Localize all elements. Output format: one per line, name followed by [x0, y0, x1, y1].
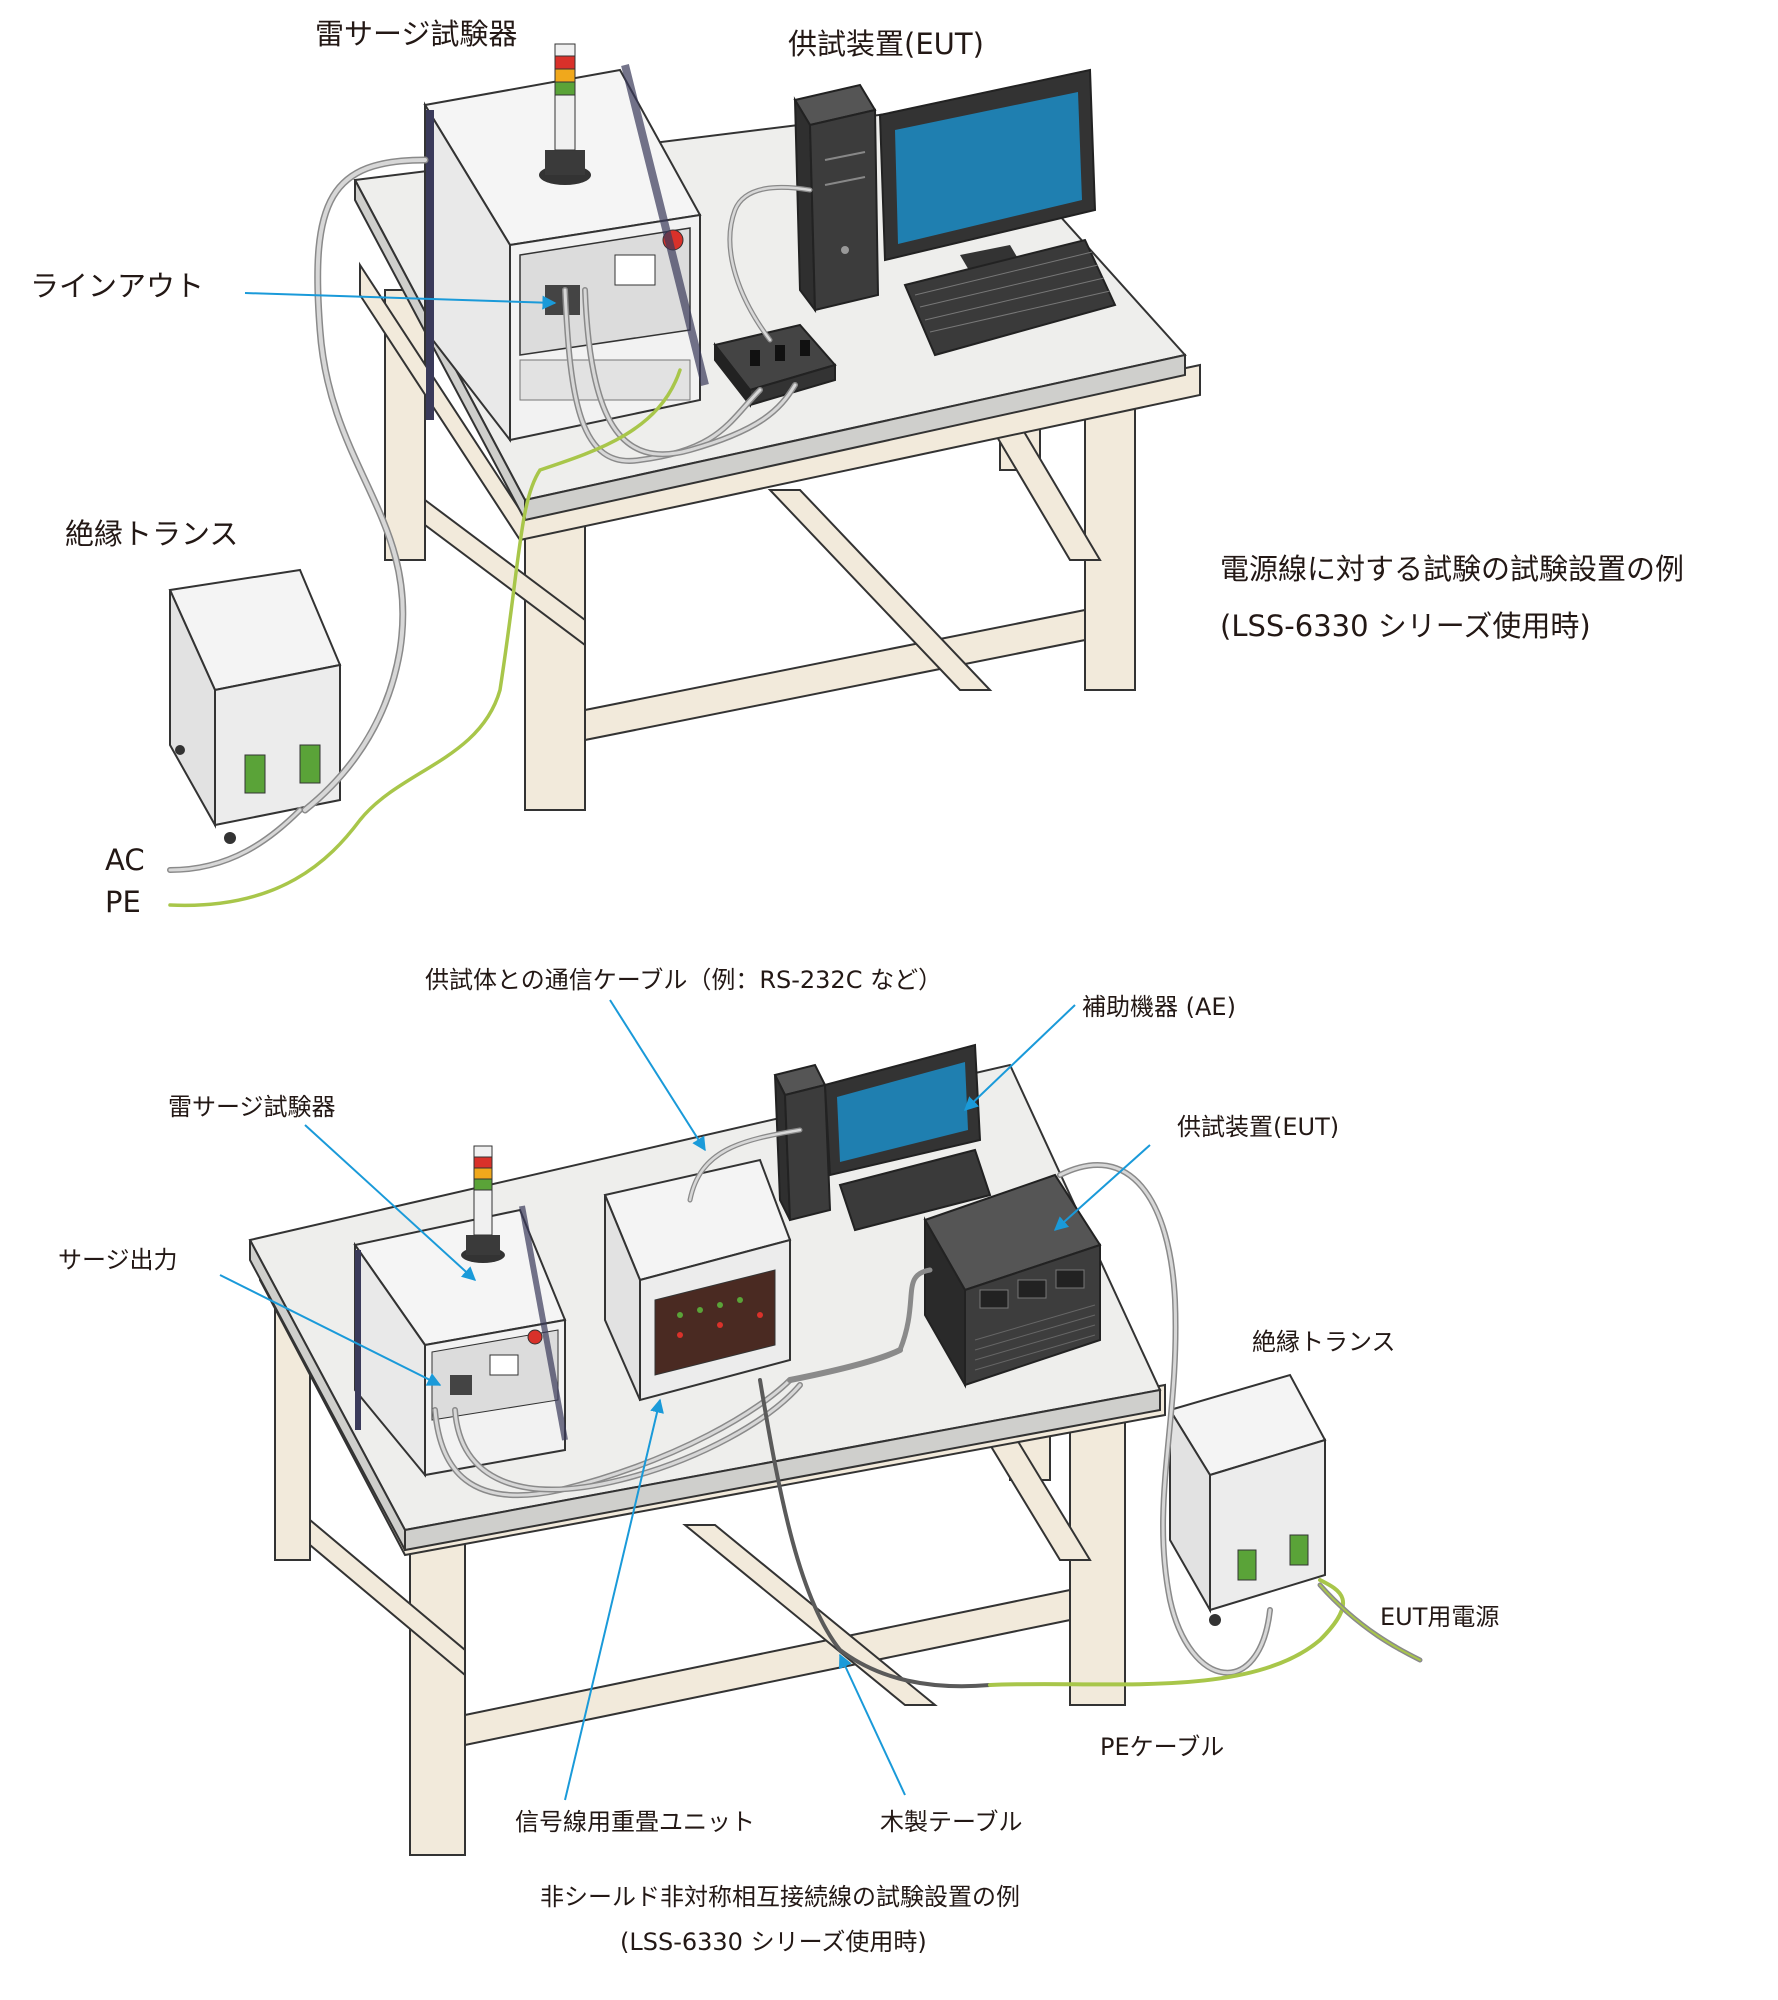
label-top-eut: 供試装置(EUT) — [788, 27, 984, 61]
label-coupling-unit: 信号線用重畳ユニット — [515, 1808, 755, 1836]
label-surge-out: サージ出力 — [58, 1246, 178, 1274]
label-eut-power: EUT用電源 — [1380, 1603, 1500, 1631]
bottom-tower-lamp-icon — [461, 1145, 505, 1263]
top-tower-lamp-icon — [539, 43, 591, 185]
label-comm-cable: 供試体との通信ケーブル（例：RS-232C など） — [425, 966, 943, 994]
bottom-cables — [432, 1127, 1423, 1689]
top-caption-subtitle: (LSS-6330 シリーズ使用時) — [1220, 609, 1591, 643]
top-cables — [167, 156, 813, 908]
top-caption-title: 電源線に対する試験の試験設置の例 — [1220, 552, 1685, 586]
label-pe-cable: PEケーブル — [1100, 1733, 1225, 1761]
bottom-caption-title: 非シールド非対称相互接続線の試験設置の例 — [540, 1883, 1020, 1911]
top-eut-pc — [793, 83, 880, 314]
label-top-line-out: ラインアウト — [30, 269, 205, 303]
label-bottom-transformer: 絶縁トランス — [1252, 1328, 1396, 1356]
label-bottom-tester: 雷サージ試験器 — [168, 1093, 336, 1121]
bottom-leaders — [219, 999, 1151, 1801]
bottom-ae-pc — [773, 1063, 832, 1222]
bottom-keyboard-icon — [838, 1148, 992, 1232]
top-keyboard-icon — [903, 238, 1117, 357]
bottom-isolation-transformer-icon — [1168, 1373, 1327, 1626]
label-wooden-table: 木製テーブル — [880, 1808, 1023, 1836]
top-line-out-leader — [244, 292, 557, 310]
bottom-coupling-unit-icon — [603, 1158, 792, 1402]
label-bottom-eut: 供試装置(EUT) — [1177, 1113, 1340, 1141]
label-top-tester: 雷サージ試験器 — [315, 17, 518, 51]
bottom-monitor-icon — [823, 1043, 982, 1177]
top-monitor-icon — [878, 68, 1097, 272]
top-isolation-transformer-icon — [168, 568, 342, 844]
label-top-pe: PE — [105, 885, 141, 919]
bottom-eut-rack-icon — [923, 1173, 1102, 1389]
label-ae: 補助機器 (AE) — [1082, 993, 1236, 1021]
label-top-ac: AC — [105, 843, 145, 877]
bottom-caption-subtitle: (LSS-6330 シリーズ使用時) — [620, 1928, 927, 1956]
label-top-transformer: 絶縁トランス — [65, 517, 239, 551]
